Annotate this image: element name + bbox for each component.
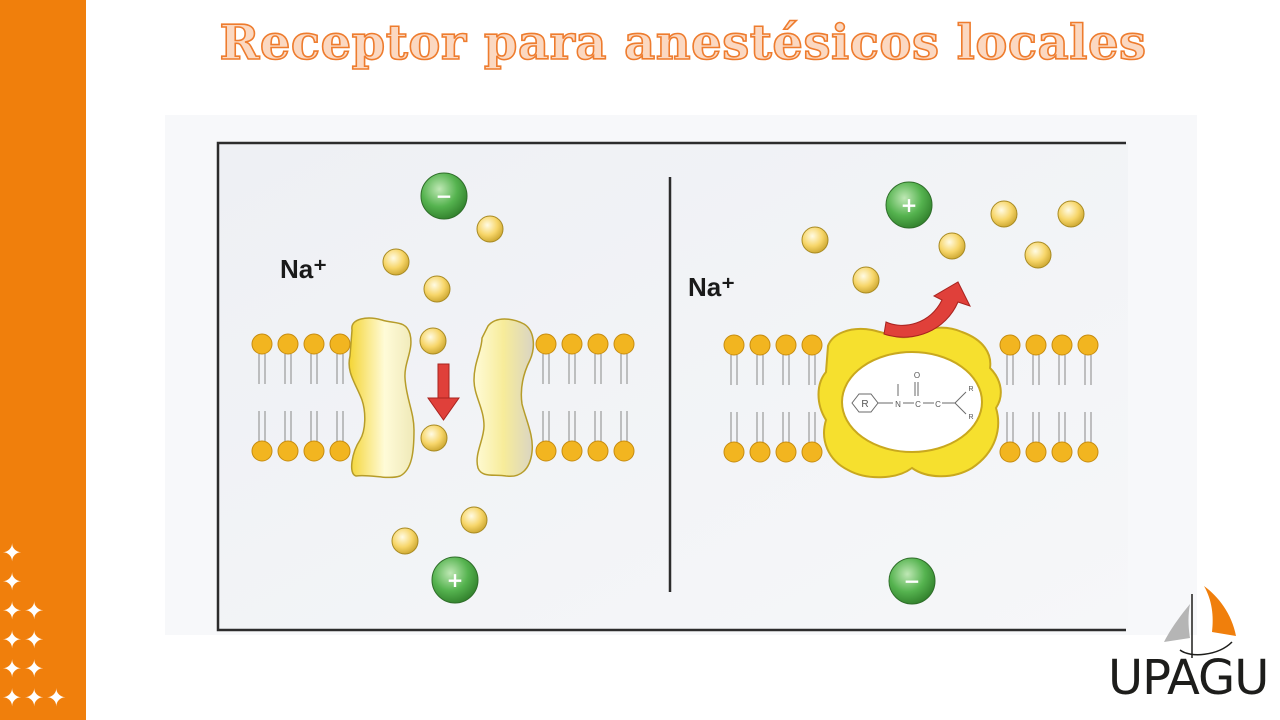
sodium-ion (476, 215, 504, 243)
star-icon: ✦ (24, 596, 45, 625)
slide-title: Receptor para anestésicos locales (219, 14, 1147, 72)
sodium-ion (1024, 241, 1052, 269)
sodium-ion (1057, 200, 1085, 228)
star-icon: ✦ (2, 567, 23, 596)
star-icon: ✦ (2, 654, 23, 683)
lipid-molecule (1025, 334, 1047, 463)
star-icon: ✦ (2, 683, 23, 712)
star-icon: ✦ (2, 596, 23, 625)
influx-arrow-icon (427, 363, 460, 421)
logo-text: UPAGU (1108, 650, 1269, 706)
lipid-molecule (1051, 334, 1073, 463)
sodium-ion (801, 226, 829, 254)
sodium-ion (938, 232, 966, 260)
sodium-ion (852, 266, 880, 294)
channel-protein-left-half (348, 317, 415, 479)
sodium-ion (382, 248, 410, 276)
lipid-molecule (723, 334, 745, 463)
sodium-ion (420, 424, 448, 452)
star-icon: ✦ (2, 625, 23, 654)
lipid-molecule (613, 333, 635, 462)
sodium-label-left: Na⁺ (280, 254, 327, 284)
lipid-molecule (775, 334, 797, 463)
star-icon: ✦ (46, 683, 67, 712)
decorative-stars: ✦ ✦ ✦✦ ✦✦ ✦✦ ✦✦✦ (2, 538, 86, 712)
receptor-group-label: R (861, 399, 868, 410)
sodium-ion (423, 275, 451, 303)
lipid-molecule (801, 334, 823, 463)
charge-left-top: − (420, 172, 468, 220)
molecule-letter: O (914, 371, 920, 380)
lipid-molecule (251, 333, 273, 462)
upagu-logo: UPAGU (1108, 580, 1278, 710)
lipid-molecule (277, 333, 299, 462)
star-icon: ✦ (24, 683, 45, 712)
lipid-molecule (329, 333, 351, 462)
charge-left-bottom: + (431, 556, 479, 604)
lipid-molecule (749, 334, 771, 463)
lipid-molecule (535, 333, 557, 462)
sodium-label-right: Na⁺ (688, 272, 735, 302)
lipid-molecule (999, 334, 1021, 463)
figure-frame (216, 141, 1126, 632)
lipid-molecule (561, 333, 583, 462)
charge-right-bottom: − (888, 557, 936, 605)
channel-protein-right-half (473, 318, 535, 478)
sodium-ion (990, 200, 1018, 228)
charge-left-bottom-symbol: + (447, 568, 464, 592)
charge-left-top-symbol: − (436, 184, 453, 208)
left-accent-bar: ✦ ✦ ✦✦ ✦✦ ✦✦ ✦✦✦ (0, 0, 86, 720)
molecule-letter: R (968, 414, 973, 421)
sodium-ion (391, 527, 419, 555)
charge-right-top-symbol: + (901, 193, 918, 217)
star-icon: ✦ (24, 654, 45, 683)
sodium-ion (419, 327, 447, 355)
sodium-ion (460, 506, 488, 534)
molecule-letter: C (915, 400, 921, 409)
lipid-molecule (587, 333, 609, 462)
charge-right-top: + (885, 181, 933, 229)
molecule-letter: C (935, 400, 941, 409)
molecule-letter: N (895, 400, 901, 409)
sail-emblem-icon (1164, 586, 1236, 658)
star-icon: ✦ (24, 625, 45, 654)
lipid-molecule (303, 333, 325, 462)
anesthetic-molecule (851, 382, 967, 415)
channel-pore (841, 351, 983, 453)
star-icon: ✦ (2, 538, 23, 567)
lipid-molecule (1077, 334, 1099, 463)
molecule-letter: R (968, 386, 973, 393)
blocked-flow-arrow-icon (883, 281, 971, 338)
charge-right-bottom-symbol: − (904, 569, 921, 593)
